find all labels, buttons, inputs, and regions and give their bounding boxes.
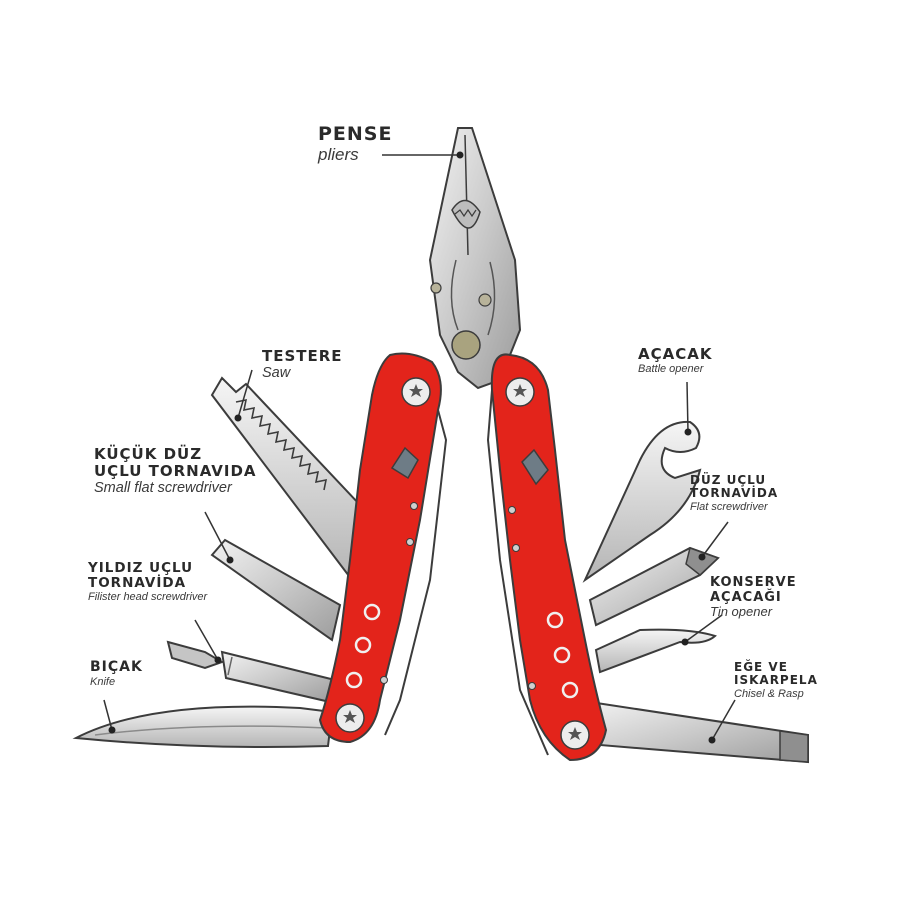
- label-konserve-en: Tin opener: [710, 604, 773, 620]
- label-yildiz-tr-2: TORNAVİDA: [88, 575, 187, 592]
- label-konserve-tr-2: AÇACAĞI: [710, 589, 782, 605]
- label-kucuk-duz-en: Small flat screwdriver: [94, 479, 232, 496]
- label-ege-tr-2: ISKARPELA: [734, 673, 818, 688]
- label-testere: TESTERE Saw: [262, 348, 343, 381]
- label-ege: EĞE VE ISKARPELA Chisel & Rasp: [734, 660, 818, 700]
- label-acacak-en: Battle opener: [638, 362, 704, 375]
- label-duz-uclu-tr-1: DÜZ UÇLU: [690, 473, 767, 487]
- label-testere-tr: TESTERE: [262, 347, 343, 365]
- label-acacak: AÇACAK Battle opener: [638, 346, 712, 375]
- leader-lines: [103, 154, 736, 741]
- label-duz-uclu: DÜZ UÇLU TORNAVİDA Flat screwdriver: [690, 473, 779, 513]
- label-acacak-tr: AÇACAK: [638, 345, 713, 363]
- label-duz-uclu-en: Flat screwdriver: [690, 500, 768, 513]
- label-pense-en: pliers: [318, 145, 359, 165]
- label-ege-tr-1: EĞE VE: [734, 660, 788, 674]
- small-flat-screwdriver: [210, 538, 342, 642]
- right-handle: [486, 353, 608, 762]
- label-bicak-tr: BIÇAK: [90, 659, 143, 675]
- label-kucuk-duz: KÜÇÜK DÜZ UÇLU TORNAVIDA Small flat scre…: [94, 446, 257, 496]
- filister-screwdriver: [166, 640, 337, 704]
- knife-blade: [72, 705, 334, 748]
- label-bicak: BIÇAK Knife: [90, 659, 143, 688]
- label-konserve-tr-1: KONSERVE: [710, 575, 797, 590]
- label-bicak-en: Knife: [90, 675, 116, 688]
- label-yildiz-tr-1: YILDIZ UÇLU: [88, 560, 194, 576]
- label-kucuk-duz-tr-2: UÇLU TORNAVIDA: [94, 461, 257, 480]
- label-kucuk-duz-tr-1: KÜÇÜK DÜZ: [94, 445, 203, 463]
- label-yildiz-en: Filister head screwdriver: [88, 591, 208, 604]
- bottle-opener: [582, 420, 702, 583]
- left-handle: [318, 352, 448, 744]
- pliers-head: [428, 127, 522, 390]
- label-pense: PENSE pliers: [318, 123, 393, 165]
- label-duz-uclu-tr-2: TORNAVİDA: [690, 486, 779, 501]
- label-testere-en: Saw: [262, 364, 291, 381]
- label-konserve: KONSERVE AÇACAĞI Tin opener: [710, 575, 797, 620]
- label-pense-tr: PENSE: [318, 123, 393, 145]
- label-ege-en: Chisel & Rasp: [734, 687, 804, 700]
- tin-opener: [594, 628, 717, 674]
- chisel-rasp: [588, 700, 809, 764]
- label-yildiz: YILDIZ UÇLU TORNAVİDA Filister head scre…: [88, 560, 208, 604]
- flat-screwdriver: [588, 546, 720, 627]
- leader-dots: [108, 151, 716, 744]
